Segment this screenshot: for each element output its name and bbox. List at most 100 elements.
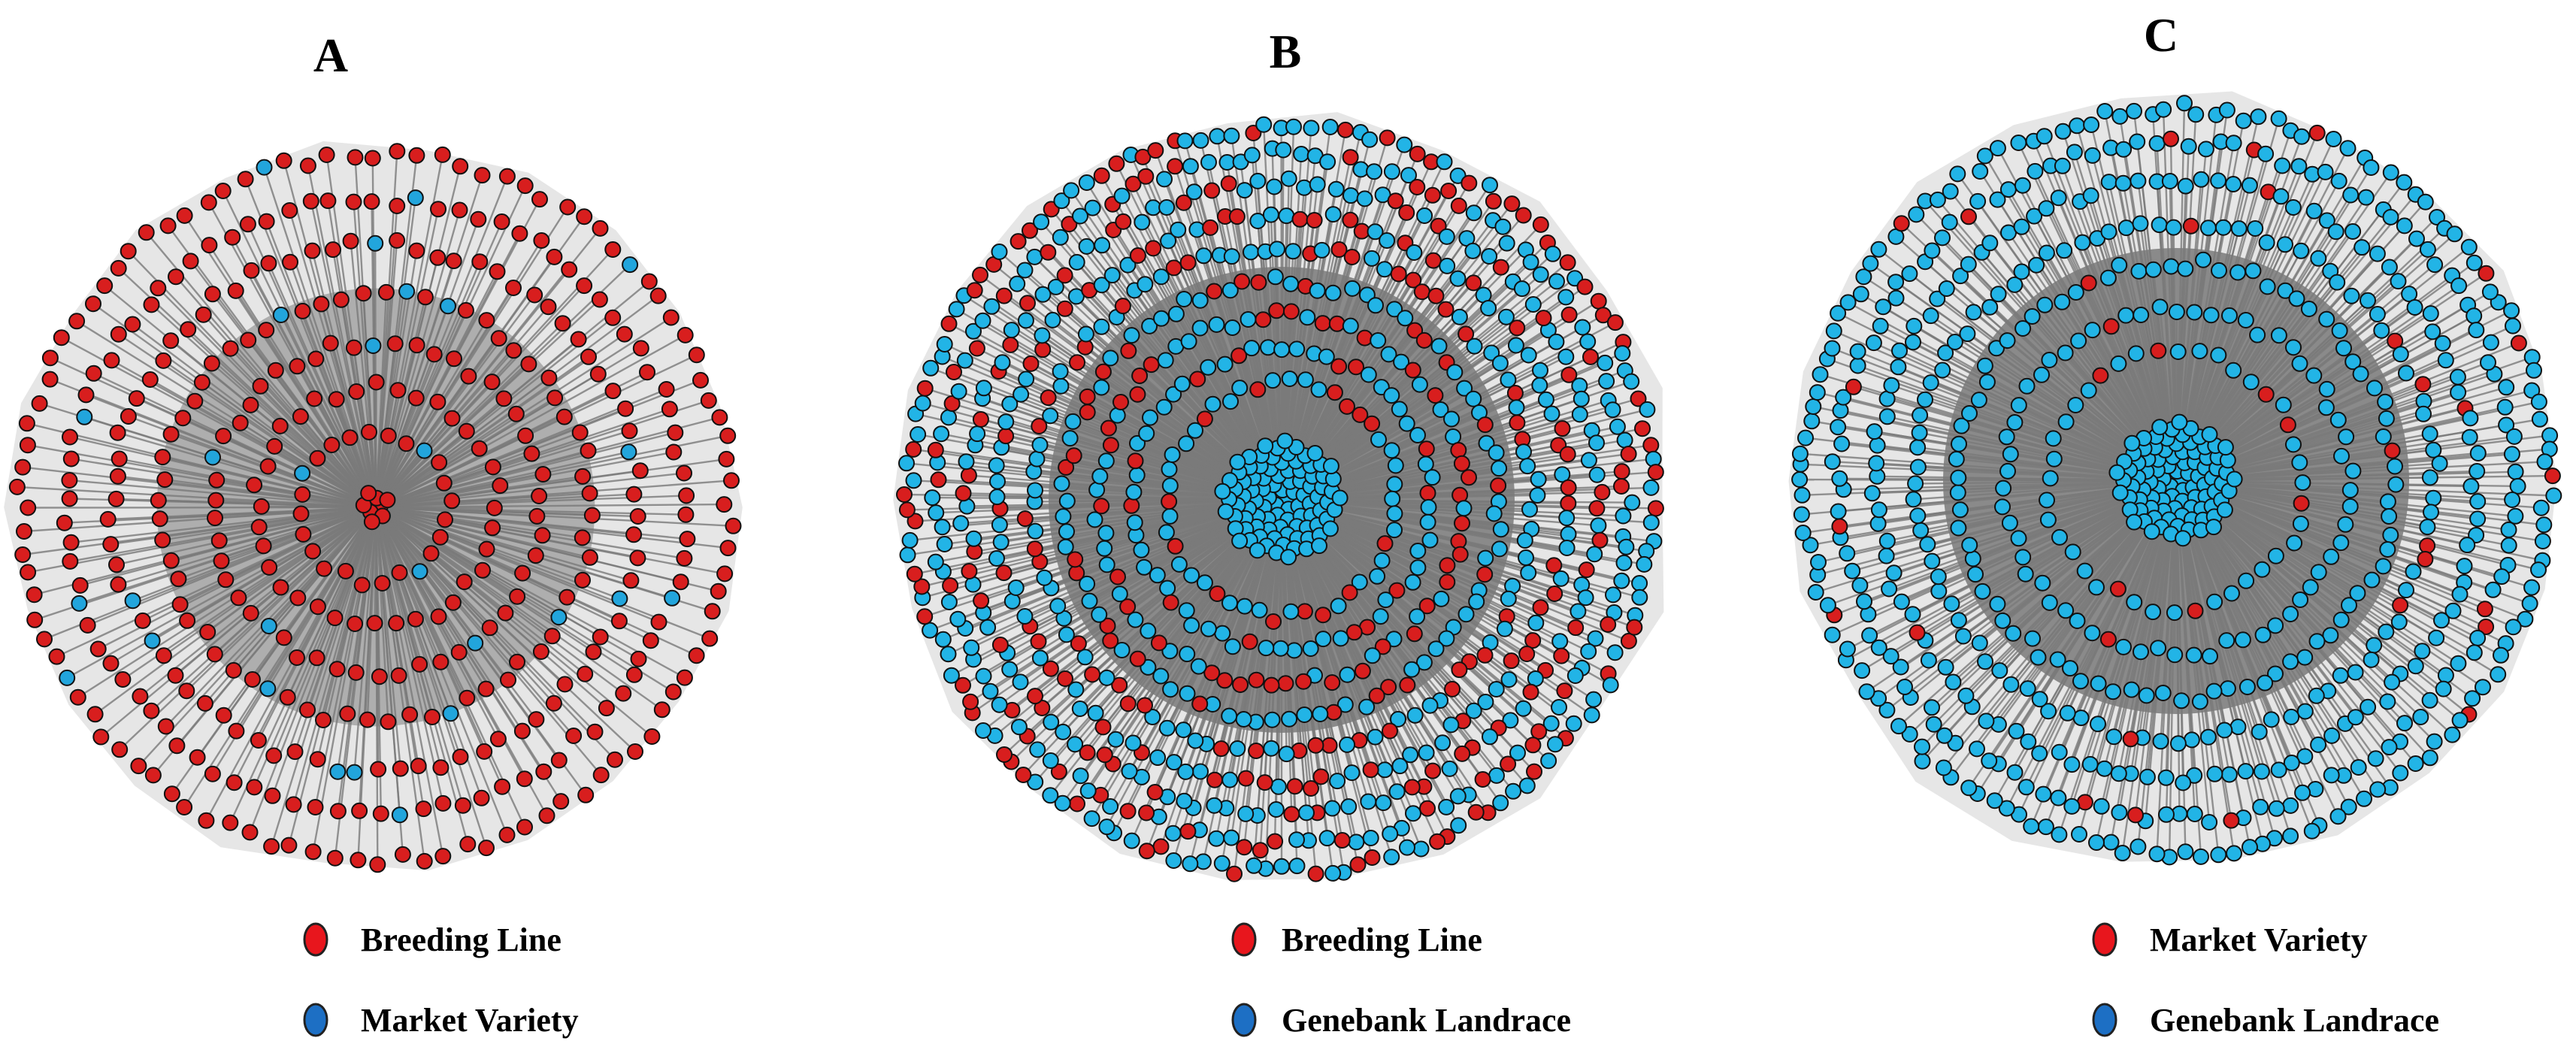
node [204, 449, 221, 466]
node [574, 529, 591, 546]
node [242, 396, 259, 413]
node [478, 840, 495, 857]
node [2100, 174, 2117, 191]
node [2226, 845, 2242, 862]
node [1618, 538, 1635, 555]
node [1269, 241, 1285, 258]
node [1613, 463, 1630, 480]
node [1492, 259, 1509, 276]
node [2257, 674, 2274, 691]
edge [375, 507, 454, 604]
node [1891, 342, 1908, 359]
node [1861, 627, 1878, 644]
node [1905, 334, 1921, 351]
node [1409, 179, 1426, 195]
node [489, 731, 507, 748]
node [2163, 130, 2179, 147]
node [2039, 511, 2057, 528]
node [1042, 407, 1059, 425]
node [2090, 675, 2107, 692]
node [332, 291, 350, 308]
node [1385, 631, 1403, 648]
node [359, 711, 376, 728]
node [1175, 194, 1192, 211]
node [1137, 276, 1154, 293]
node [1314, 315, 1331, 332]
node [604, 309, 622, 326]
node [1296, 603, 1313, 620]
node [1930, 582, 1948, 600]
node [2110, 765, 2127, 782]
node [1500, 671, 1518, 688]
node [2396, 217, 2413, 234]
node [1855, 268, 1872, 286]
node [1170, 555, 1188, 573]
core-node [2151, 419, 2169, 436]
node [1379, 129, 1396, 147]
node [2274, 157, 2291, 174]
node [2318, 310, 2335, 328]
node [2127, 345, 2145, 362]
node [1809, 384, 1826, 401]
node [2039, 492, 2055, 509]
node [1326, 384, 1343, 401]
node [1630, 390, 1647, 407]
node [1286, 778, 1303, 795]
node [1934, 229, 1951, 247]
node [650, 613, 667, 631]
node [2498, 416, 2515, 434]
node [1554, 420, 1571, 437]
node [2148, 846, 2166, 863]
node [1989, 140, 2006, 157]
node [960, 467, 977, 484]
node [1476, 416, 1494, 434]
node [1519, 458, 1536, 475]
node [2530, 561, 2547, 579]
node [1391, 401, 1408, 418]
edge [375, 322, 564, 508]
node [1049, 598, 1067, 615]
node [456, 573, 473, 591]
node [1249, 381, 1267, 398]
node [1306, 212, 1323, 228]
node [114, 671, 132, 688]
node [1121, 763, 1138, 780]
node [2296, 703, 2314, 720]
node [2437, 352, 2454, 369]
node [150, 492, 167, 509]
node [89, 640, 107, 658]
legend-swatch-breeding-line [303, 922, 328, 957]
node [1446, 364, 1464, 381]
node [318, 147, 335, 163]
node [1103, 267, 1121, 284]
node [2197, 141, 2214, 158]
node [2284, 199, 2302, 216]
node [1179, 685, 1196, 702]
node [2378, 623, 2395, 640]
node [180, 321, 197, 338]
node [1055, 723, 1072, 740]
node [2006, 764, 2024, 781]
core-node [2201, 426, 2218, 443]
node [586, 723, 604, 740]
node [1325, 703, 1342, 721]
node [1890, 359, 1907, 376]
node [640, 273, 658, 290]
node [2396, 174, 2413, 191]
node [507, 405, 525, 422]
node [677, 326, 694, 343]
node [2446, 225, 2463, 243]
node [2450, 277, 2468, 295]
node [1429, 833, 1446, 850]
node [1613, 572, 1630, 589]
node [1450, 442, 1467, 458]
node [1138, 425, 1155, 442]
node [241, 824, 259, 841]
node [956, 352, 973, 369]
node [949, 610, 967, 628]
node [1516, 532, 1533, 549]
node [1303, 780, 1319, 797]
node [2090, 716, 2106, 733]
node [1518, 646, 1536, 662]
node [1436, 153, 1453, 171]
